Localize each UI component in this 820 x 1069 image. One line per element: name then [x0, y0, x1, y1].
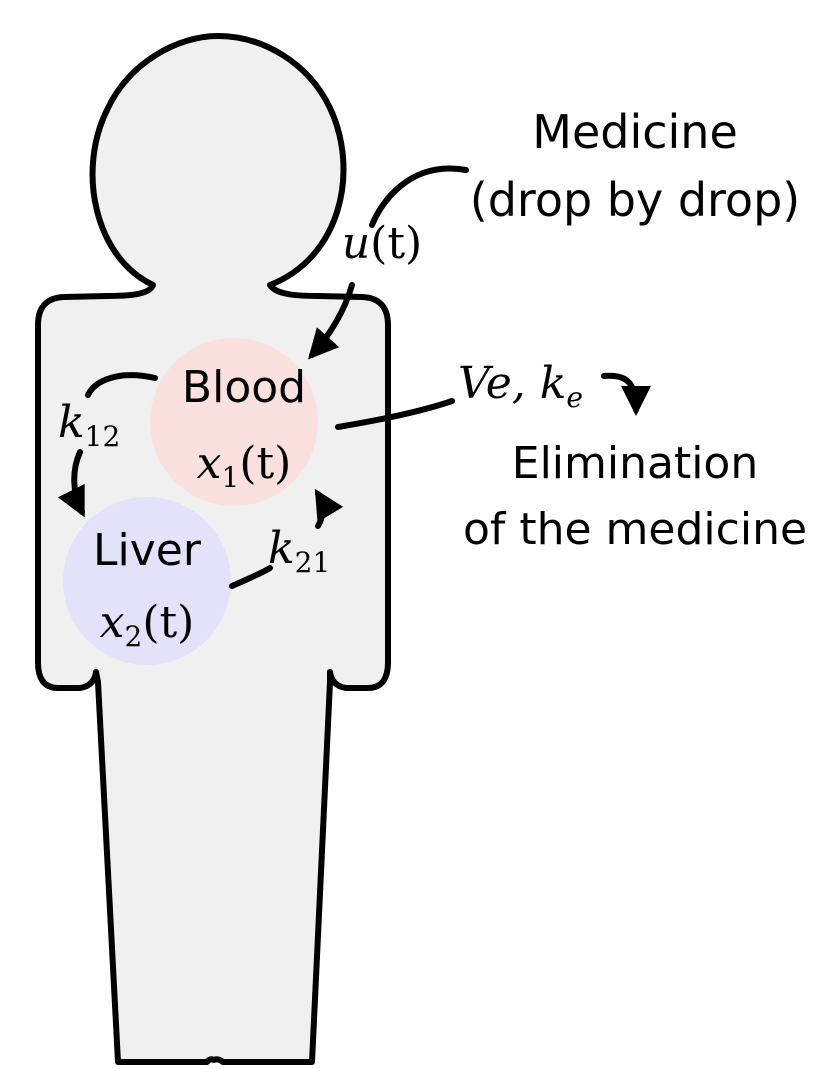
ke-symbol: k: [540, 358, 567, 409]
k12-sub: 12: [85, 420, 121, 453]
liver-name: Liver: [93, 525, 202, 576]
blood-var: x: [197, 438, 222, 489]
ke-sub: e: [566, 381, 583, 414]
blood-sub: 1: [221, 461, 239, 494]
liver-var: x: [100, 597, 125, 648]
input-label: u(t): [342, 218, 422, 269]
ke-prefix: Ve,: [458, 358, 540, 409]
blood-variable: x1(t): [197, 438, 292, 494]
medicine-label-2: (drop by drop): [470, 173, 800, 227]
k21-sub: 21: [295, 546, 331, 579]
liver-arg: (t): [142, 597, 194, 648]
medicine-line-2: (drop by drop): [470, 173, 800, 227]
input-arg: (t): [370, 218, 422, 269]
k21-symbol: k: [268, 523, 295, 574]
elimination-rate-label: Ve, ke: [458, 358, 583, 414]
medicine-line-1: Medicine: [532, 105, 738, 159]
blood-name: Blood: [182, 362, 306, 413]
k12-symbol: k: [58, 397, 85, 448]
elimination-line-2: of the medicine: [463, 504, 807, 555]
elimination-line-1: Elimination: [512, 438, 758, 489]
liver-variable: x2(t): [100, 597, 195, 653]
blood-arg: (t): [239, 438, 291, 489]
input-symbol: u: [342, 218, 370, 269]
liver-sub: 2: [124, 620, 142, 653]
medicine-label: Medicine: [532, 105, 738, 159]
elimination-arrow: [604, 376, 636, 410]
